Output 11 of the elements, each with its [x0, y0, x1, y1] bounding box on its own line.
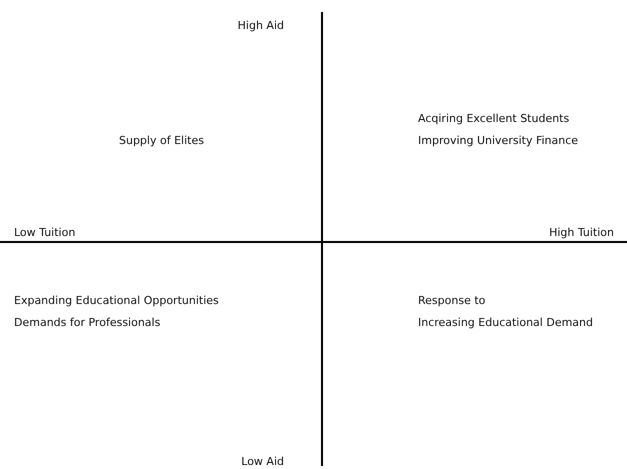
quadrant-label: Expanding Educational Opportunities: [14, 294, 219, 308]
axis-label: Low Aid: [241, 455, 284, 469]
axis-label: High Aid: [238, 19, 284, 33]
quadrant-label: Acqiring Excellent Students: [418, 112, 570, 126]
quadrant-label: Increasing Educational Demand: [418, 316, 593, 330]
axis-label: High Tuition: [549, 226, 614, 240]
quadrant-label: Response to: [418, 294, 486, 308]
quadrant-label: Supply of Elites: [119, 134, 204, 148]
quadrant-label: Demands for Professionals: [14, 316, 160, 330]
axis-label: Low Tuition: [14, 226, 76, 240]
quadrant-label: Improving University Finance: [418, 134, 578, 148]
